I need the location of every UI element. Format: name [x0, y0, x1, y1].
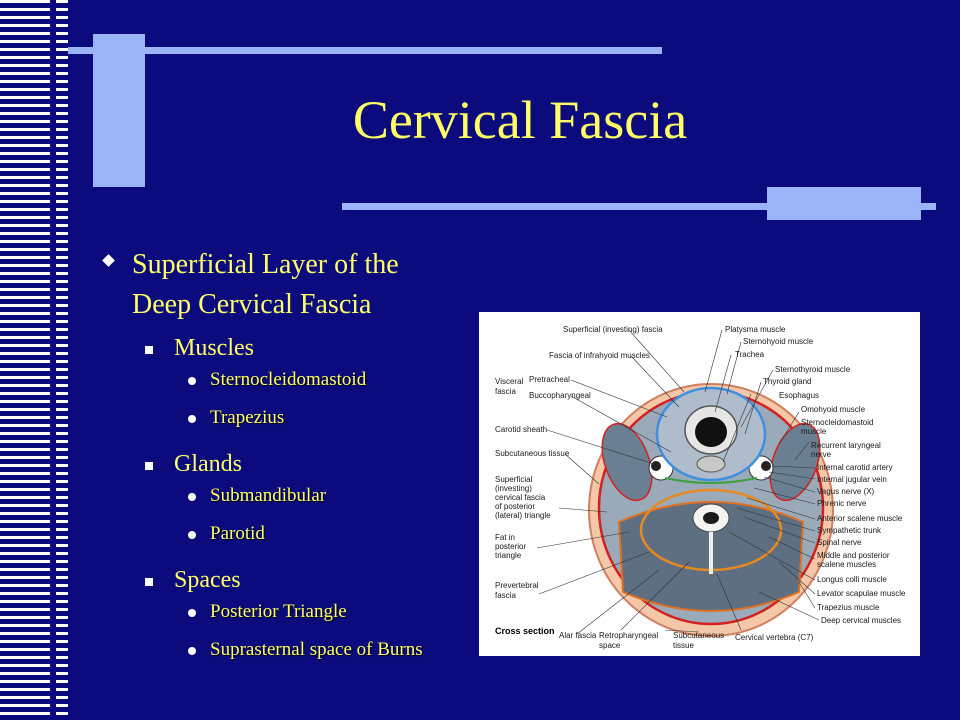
figure-label: space [599, 641, 621, 650]
square-bullet-icon [145, 578, 153, 586]
figure-label: tissue [673, 641, 694, 650]
figure-label: Phrenic nerve [817, 499, 867, 508]
figure-label: Sternothyroid muscle [775, 365, 851, 374]
bullet-level2: Spaces [100, 565, 490, 595]
figure-label: posterior [495, 542, 526, 551]
figure-label: Thyroid gland [763, 377, 811, 386]
bullet-level3: Parotid [100, 521, 490, 547]
figure-label: scalene muscles [817, 560, 876, 569]
figure-label: Subcutaneous [673, 631, 724, 640]
bullet-level2: Muscles [100, 333, 490, 363]
bullet-level2: Glands [100, 449, 490, 479]
figure-label: Anterior scalene muscle [817, 514, 903, 523]
dot-bullet-icon [188, 415, 196, 423]
figure-label: Sympathetic trunk [817, 526, 882, 535]
item-label: Submandibular [210, 485, 327, 506]
figure-label: Levator scapulae muscle [817, 589, 906, 598]
item-label: Suprasternal space of Burns [210, 639, 423, 660]
figure-label: Middle and posterior [817, 551, 890, 560]
slide-content: Superficial Layer of the Deep Cervical F… [100, 245, 490, 663]
bottom-accent-block [767, 187, 921, 220]
bottom-accent-line [342, 203, 936, 210]
figure-label: of posterior [495, 502, 535, 511]
figure-label: Alar fascia [559, 631, 597, 640]
figure-label: nerve [811, 450, 832, 459]
top-accent-line [68, 47, 662, 54]
bullet-level3: Trapezius [100, 405, 490, 431]
figure-label: Fascia of infrahyoid muscles [549, 351, 650, 360]
figure-label: Internal carotid artery [817, 463, 893, 472]
figure-label: Esophagus [779, 391, 819, 400]
figure-label: Cervical vertebra (C7) [735, 633, 814, 642]
neck-cross-section-figure: Superficial (investing) fascia Fascia of… [479, 312, 920, 656]
item-label: Posterior Triangle [210, 601, 347, 622]
bullet-level3: Suprasternal space of Burns [100, 637, 490, 663]
figure-label: Recurrent laryngeal [811, 441, 881, 450]
figure-label: Retropharyngeal [599, 631, 658, 640]
bullet-level3: Submandibular [100, 483, 490, 509]
group-label: Glands [174, 451, 242, 477]
figure-label: Superficial [495, 475, 533, 484]
dot-bullet-icon [188, 609, 196, 617]
figure-label: (investing) [495, 484, 532, 493]
figure-label: muscle [801, 427, 827, 436]
item-label: Trapezius [210, 407, 285, 428]
figure-caption: Cross section [495, 626, 555, 636]
figure-label: Deep cervical muscles [821, 616, 901, 625]
figure-label: Buccopharyngeal [529, 391, 591, 400]
figure-label: cervical fascia [495, 493, 546, 502]
bullet-level3: Posterior Triangle [100, 599, 490, 625]
figure-label: Superficial (investing) fascia [563, 325, 663, 334]
dot-bullet-icon [188, 647, 196, 655]
neck-cross-section-illustration: Superficial (investing) fascia Fascia of… [495, 325, 906, 650]
top-accent-block [93, 34, 145, 187]
figure-label: fascia [495, 387, 516, 396]
figure-label: Internal jugular vein [817, 475, 887, 484]
figure-label: Subcutaneous tissue [495, 449, 570, 458]
figure-label: Sternohyoid muscle [743, 337, 814, 346]
figure-label: Prevertebral [495, 581, 539, 590]
figure-label: fascia [495, 591, 516, 600]
figure-label: Longus colli muscle [817, 575, 887, 584]
figure-label: Platysma muscle [725, 325, 786, 334]
striped-margin-decoration [0, 0, 68, 720]
figure-label: Sternocleidomastoid [801, 418, 873, 427]
group-label: Spaces [174, 567, 241, 593]
square-bullet-icon [145, 462, 153, 470]
slide-title: Cervical Fascia [352, 90, 688, 150]
bullet-text-line1: Superficial Layer of the [132, 249, 399, 280]
item-label: Parotid [210, 523, 265, 544]
figure-label: (lateral) triangle [495, 511, 551, 520]
figure-label: Spinal nerve [817, 538, 862, 547]
figure-label: Trachea [735, 350, 765, 359]
figure-label: Visceral [495, 377, 524, 386]
square-bullet-icon [145, 346, 153, 354]
item-label: Sternocleidomastoid [210, 369, 367, 390]
dot-bullet-icon [188, 493, 196, 501]
bullet-level1: Superficial Layer of the Deep Cervical F… [100, 245, 490, 325]
figure-label: Omohyoid muscle [801, 405, 866, 414]
dot-bullet-icon [188, 531, 196, 539]
figure-label: triangle [495, 551, 522, 560]
group-label: Muscles [174, 335, 254, 361]
figure-label: Vagus nerve (X) [817, 487, 875, 496]
dot-bullet-icon [188, 377, 196, 385]
diamond-bullet-icon [102, 254, 115, 267]
bullet-text-line2: Deep Cervical Fascia [132, 289, 372, 320]
figure-label: Trapezius muscle [817, 603, 880, 612]
figure-label: Carotid sheath [495, 425, 547, 434]
bullet-level3: Sternocleidomastoid [100, 367, 490, 393]
figure-label: Pretracheal [529, 375, 570, 384]
figure-label: Fat in [495, 533, 515, 542]
